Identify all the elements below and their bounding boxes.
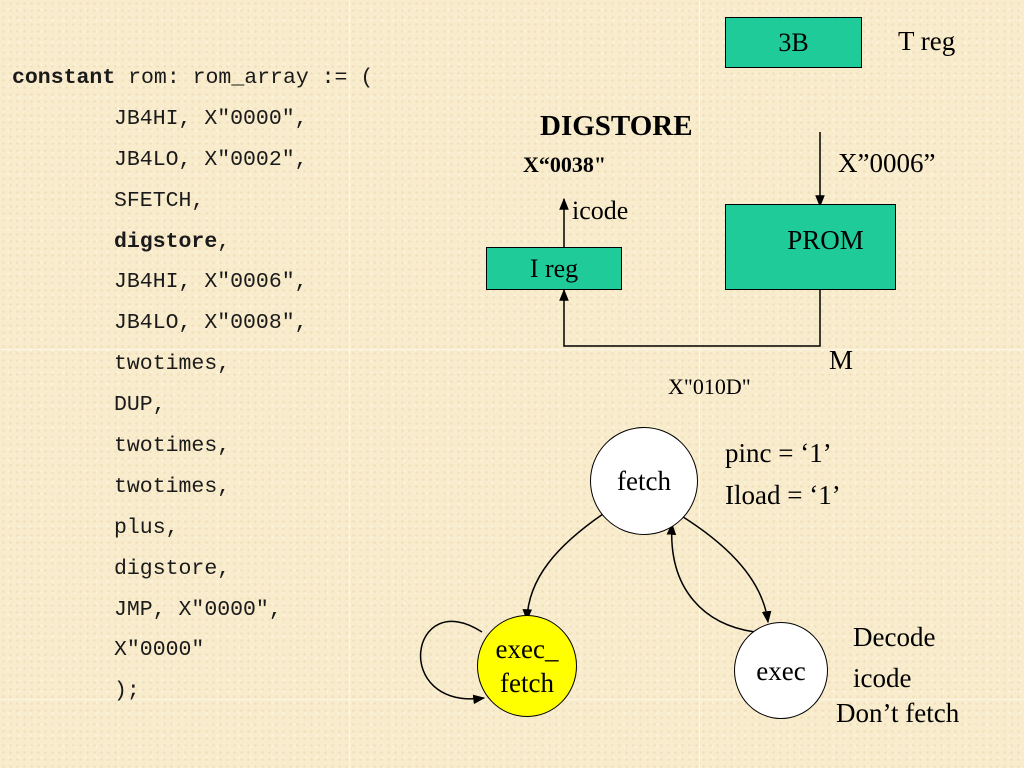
code-line: SFETCH, [114, 188, 205, 213]
code-line: JB4LO, X"0008", [114, 311, 308, 336]
exec-fetch-self-loop [420, 620, 486, 705]
exec-note-decode: Decode [853, 622, 936, 652]
prom-label: PROM [787, 225, 864, 255]
code-line: X"0000" [114, 638, 205, 663]
exec-note-dont-fetch: Don’t fetch [836, 698, 960, 728]
prom-to-ireg-wire [559, 288, 821, 347]
code-line-declaration: constant rom: rom_array := ( [12, 58, 373, 99]
code-line: DUP, [114, 393, 166, 418]
background-seam [0, 349, 1024, 350]
exec-to-fetch-arrow [666, 522, 756, 633]
fetch-note-iload: Iload = ‘1’ [725, 480, 841, 510]
code-line-digstore: digstore, [12, 222, 373, 263]
treg-value: 3B [778, 27, 809, 57]
code-line: ); [114, 679, 140, 704]
code-line: JB4LO, X"0002", [114, 147, 308, 172]
code-line: twotimes, [114, 352, 231, 377]
code-line: JB4HI, X"0006", [114, 270, 308, 295]
rom-code-listing: constant rom: rom_array := ( JB4HI, X"00… [12, 58, 373, 712]
ireg-box: I reg [486, 247, 622, 290]
code-line: digstore, [114, 556, 231, 581]
fetch-to-exec-arrow [679, 514, 772, 624]
state-exec: exec [734, 622, 828, 719]
code-decl: rom: rom_array := ( [115, 66, 374, 90]
state-exec-fetch: exec_ fetch [477, 615, 577, 717]
code-line: JB4HI, X"0000", [114, 106, 308, 131]
background-seam [699, 0, 700, 768]
code-line: twotimes, [114, 434, 231, 459]
code-digstore-bold: digstore [114, 229, 218, 254]
code-digstore-comma: , [217, 229, 231, 254]
treg-box: 3B [725, 17, 862, 68]
background-seam [349, 0, 350, 768]
m-label: M [829, 345, 854, 375]
code-line: plus, [114, 515, 179, 540]
icode-label: icode [572, 196, 629, 225]
code-line: twotimes, [114, 474, 231, 499]
code-keyword: constant [12, 66, 116, 90]
prom-box: PROM [725, 204, 896, 290]
state-fetch-label: fetch [617, 466, 671, 496]
state-exec-fetch-label-line2: fetch [500, 668, 554, 698]
prom-address: X”0006” [838, 148, 936, 178]
state-exec-fetch-label-line1: exec_ [495, 634, 559, 664]
digstore-title: DIGSTORE [540, 110, 693, 142]
fetch-to-exec-fetch-arrow [522, 513, 604, 622]
state-exec-label: exec [756, 655, 806, 686]
state-fetch: fetch [590, 427, 698, 535]
digstore-address: X“0038" [523, 152, 607, 177]
treg-label: T reg [898, 26, 956, 56]
m-address: X"010D" [668, 374, 751, 399]
fetch-note-pinc: pinc = ‘1’ [725, 438, 832, 468]
exec-note-icode: icode [853, 663, 912, 693]
ireg-label: I reg [529, 253, 579, 283]
code-line: JMP, X"0000", [114, 597, 282, 622]
